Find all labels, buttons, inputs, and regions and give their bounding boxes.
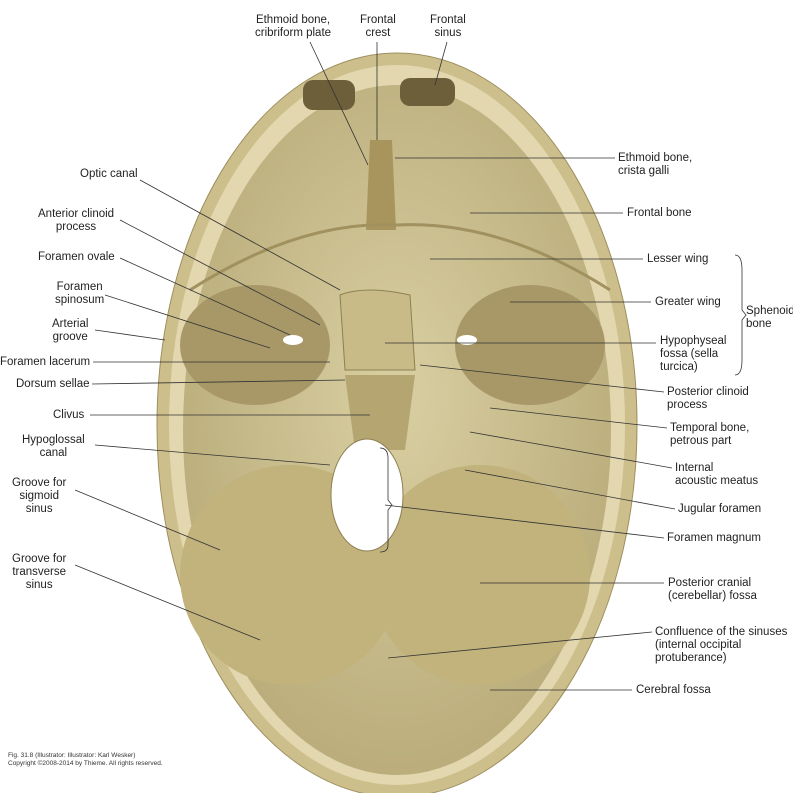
label-clivus: Clivus (53, 409, 85, 421)
label-greater-wing: Greater wing (655, 296, 721, 308)
label-jugular-foramen: Jugular foramen (678, 503, 762, 515)
figure-caption: Fig. 31.8 (Illustrator: Illustrator: Kar… (8, 752, 136, 759)
label-frontal-bone: Frontal bone (627, 207, 692, 219)
crista-galli (366, 140, 396, 230)
label-hypophyseal-fossa: Hypophyseal fossa (sella turcica) (660, 335, 727, 373)
copyright-notice: Copyright ©2008-2014 by Thieme. All righ… (8, 760, 163, 767)
label-groove-sigmoid-sinus: Groove for sigmoid sinus (12, 477, 67, 515)
label-foramen-ovale: Foramen ovale (38, 251, 115, 263)
label-hypoglossal-canal: Hypoglossal canal (22, 434, 85, 459)
label-cerebral-fossa: Cerebral fossa (636, 684, 711, 696)
middle-fossa-right (455, 285, 605, 405)
leader-lines (74, 41, 747, 691)
label-arterial-groove: Arterial groove (52, 318, 89, 343)
label-foramen-lacerum: Foramen lacerum (0, 356, 91, 368)
label-foramen-magnum: Foramen magnum (667, 532, 761, 544)
label-posterior-clinoid-process: Posterior clinoid process (667, 386, 749, 411)
label-temporal-bone-petrous: Temporal bone, petrous part (670, 422, 750, 447)
middle-fossa-left (180, 285, 330, 405)
clivus-shape (345, 375, 415, 450)
label-groove-transverse-sinus: Groove for transverse sinus (12, 553, 67, 591)
label-foramen-spinosum: Foramen spinosum (55, 281, 105, 306)
foramen-ovale-hole-right (457, 335, 477, 345)
foramen-ovale-hole-left (283, 335, 303, 345)
label-dorsum-sellae: Dorsum sellae (16, 378, 90, 390)
label-internal-acoustic-meatus: Internal acoustic meatus (675, 462, 759, 487)
label-frontal-crest: Frontal crest (360, 14, 396, 39)
anterior-fossa-edge (189, 223, 611, 292)
label-confluence-of-sinuses: Confluence of the sinuses (internal occi… (655, 626, 788, 664)
label-anterior-clinoid-process: Anterior clinoid process (38, 208, 115, 233)
label-sphenoid-bone: Sphenoid bone (746, 305, 793, 330)
label-frontal-sinus: Frontal sinus (430, 14, 466, 39)
label-optic-canal: Optic canal (80, 168, 138, 180)
frontal-sinus-left (303, 80, 355, 110)
frontal-sinus-right (400, 78, 455, 106)
posterior-fossa-right (370, 465, 590, 685)
label-ethmoid-cribriform-plate: Ethmoid bone, cribriform plate (255, 14, 332, 39)
label-lesser-wing: Lesser wing (647, 253, 709, 265)
label-ethmoid-crista-galli: Ethmoid bone, crista galli (618, 152, 693, 177)
foramen-magnum-hole (330, 438, 404, 552)
label-posterior-cranial-fossa: Posterior cranial (cerebellar) fossa (668, 577, 757, 602)
sella-turcica (339, 289, 416, 371)
